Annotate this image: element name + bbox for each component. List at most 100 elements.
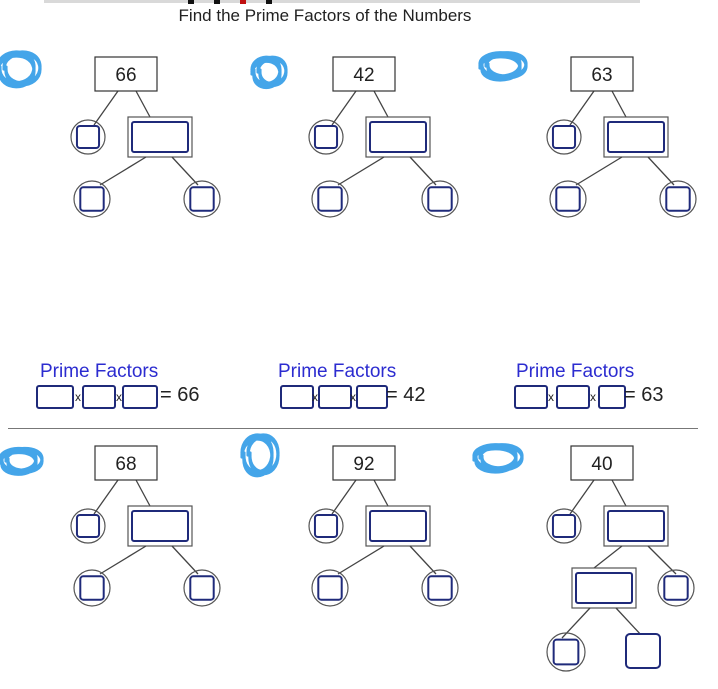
factor-circle bbox=[70, 508, 106, 544]
answer-box[interactable] bbox=[280, 385, 314, 409]
times-symbol: x bbox=[590, 390, 596, 404]
times-symbol: x bbox=[312, 390, 318, 404]
branch-line bbox=[337, 156, 385, 186]
answer-box[interactable] bbox=[575, 572, 633, 604]
scribble-mark bbox=[478, 51, 528, 82]
times-symbol: x bbox=[350, 390, 356, 404]
header-mark bbox=[188, 0, 194, 4]
factor-circle bbox=[73, 180, 111, 218]
header-mark bbox=[266, 0, 272, 4]
answer-box[interactable] bbox=[556, 385, 590, 409]
branch-line bbox=[569, 479, 595, 515]
answer-box[interactable] bbox=[665, 186, 691, 212]
answer-box[interactable] bbox=[313, 513, 339, 539]
composite-outline bbox=[365, 116, 431, 158]
tree-number: 92 bbox=[353, 454, 374, 475]
prime-factors-equation: x x = 42 bbox=[280, 383, 440, 411]
branch-line bbox=[373, 90, 389, 118]
branch-line bbox=[409, 545, 437, 575]
times-symbol: x bbox=[75, 390, 81, 404]
branch-line bbox=[93, 479, 119, 515]
branch-line bbox=[611, 479, 627, 507]
factor-circle bbox=[546, 508, 582, 544]
factor-circle bbox=[546, 632, 586, 672]
composite-outline bbox=[365, 505, 431, 547]
factor-circle bbox=[73, 569, 111, 607]
answer-box[interactable] bbox=[552, 638, 580, 666]
answer-box[interactable] bbox=[427, 575, 453, 601]
branch-line bbox=[135, 479, 151, 507]
answer-box[interactable] bbox=[663, 575, 689, 601]
answer-box[interactable] bbox=[36, 385, 74, 409]
scribble-mark bbox=[240, 433, 280, 478]
answer-box[interactable] bbox=[75, 513, 101, 539]
tree-number: 40 bbox=[591, 454, 612, 475]
times-symbol: x bbox=[116, 390, 122, 404]
number-box bbox=[332, 56, 396, 92]
answer-box[interactable] bbox=[79, 186, 105, 212]
equation-total: = 66 bbox=[160, 384, 200, 406]
composite-outline bbox=[603, 505, 669, 547]
branch-line bbox=[647, 156, 675, 186]
answer-box[interactable] bbox=[318, 385, 352, 409]
factor-circle bbox=[421, 180, 459, 218]
factor-circle bbox=[308, 508, 344, 544]
scribble-mark bbox=[250, 55, 288, 89]
answer-box[interactable] bbox=[607, 121, 665, 153]
factor-circle bbox=[70, 119, 106, 155]
answer-box[interactable] bbox=[317, 575, 343, 601]
answer-box[interactable] bbox=[82, 385, 116, 409]
factor-circle bbox=[549, 180, 587, 218]
answer-box[interactable] bbox=[75, 124, 101, 150]
scribble-mark bbox=[0, 50, 42, 89]
prime-factors-label: Prime Factors bbox=[516, 361, 635, 382]
branch-line bbox=[373, 479, 389, 507]
answer-box[interactable] bbox=[189, 575, 215, 601]
factor-circle bbox=[308, 119, 344, 155]
answer-box[interactable] bbox=[551, 124, 577, 150]
answer-box[interactable] bbox=[607, 510, 665, 542]
answer-box[interactable] bbox=[131, 121, 189, 153]
answer-box[interactable] bbox=[313, 124, 339, 150]
header-strip bbox=[44, 0, 640, 4]
factor-circle bbox=[311, 569, 349, 607]
branch-line bbox=[99, 156, 147, 186]
scribble-mark bbox=[0, 446, 44, 476]
answer-box[interactable] bbox=[514, 385, 548, 409]
answer-box[interactable] bbox=[369, 121, 427, 153]
branch-line bbox=[647, 545, 677, 575]
answer-box[interactable] bbox=[317, 186, 343, 212]
branch-line bbox=[171, 156, 199, 186]
section-divider bbox=[8, 428, 698, 429]
answer-box[interactable] bbox=[625, 633, 661, 669]
answer-box[interactable] bbox=[189, 186, 215, 212]
answer-box[interactable] bbox=[356, 385, 388, 409]
times-symbol: x bbox=[548, 390, 554, 404]
composite-outline bbox=[571, 567, 637, 609]
prime-factors-label: Prime Factors bbox=[40, 361, 159, 382]
answer-box[interactable] bbox=[427, 186, 453, 212]
answer-box[interactable] bbox=[555, 186, 581, 212]
answer-box[interactable] bbox=[131, 510, 189, 542]
answer-box[interactable] bbox=[79, 575, 105, 601]
branch-line bbox=[331, 479, 357, 515]
branch-line bbox=[615, 607, 643, 637]
number-box bbox=[570, 445, 634, 481]
composite-outline bbox=[603, 116, 669, 158]
answer-box[interactable] bbox=[551, 513, 577, 539]
prime-factors-equation: x x = 66 bbox=[36, 383, 216, 411]
answer-box[interactable] bbox=[122, 385, 158, 409]
tree-number: 42 bbox=[353, 65, 374, 86]
tree-number: 68 bbox=[115, 454, 136, 475]
equation-total: = 63 bbox=[624, 384, 664, 406]
factor-circle bbox=[311, 180, 349, 218]
answer-box[interactable] bbox=[369, 510, 427, 542]
equation-total: = 42 bbox=[386, 384, 426, 406]
composite-outline bbox=[127, 505, 193, 547]
answer-box[interactable] bbox=[598, 385, 626, 409]
branch-line bbox=[569, 90, 595, 126]
factor-circle bbox=[183, 180, 221, 218]
prime-factors-equation: x x = 63 bbox=[514, 383, 684, 411]
